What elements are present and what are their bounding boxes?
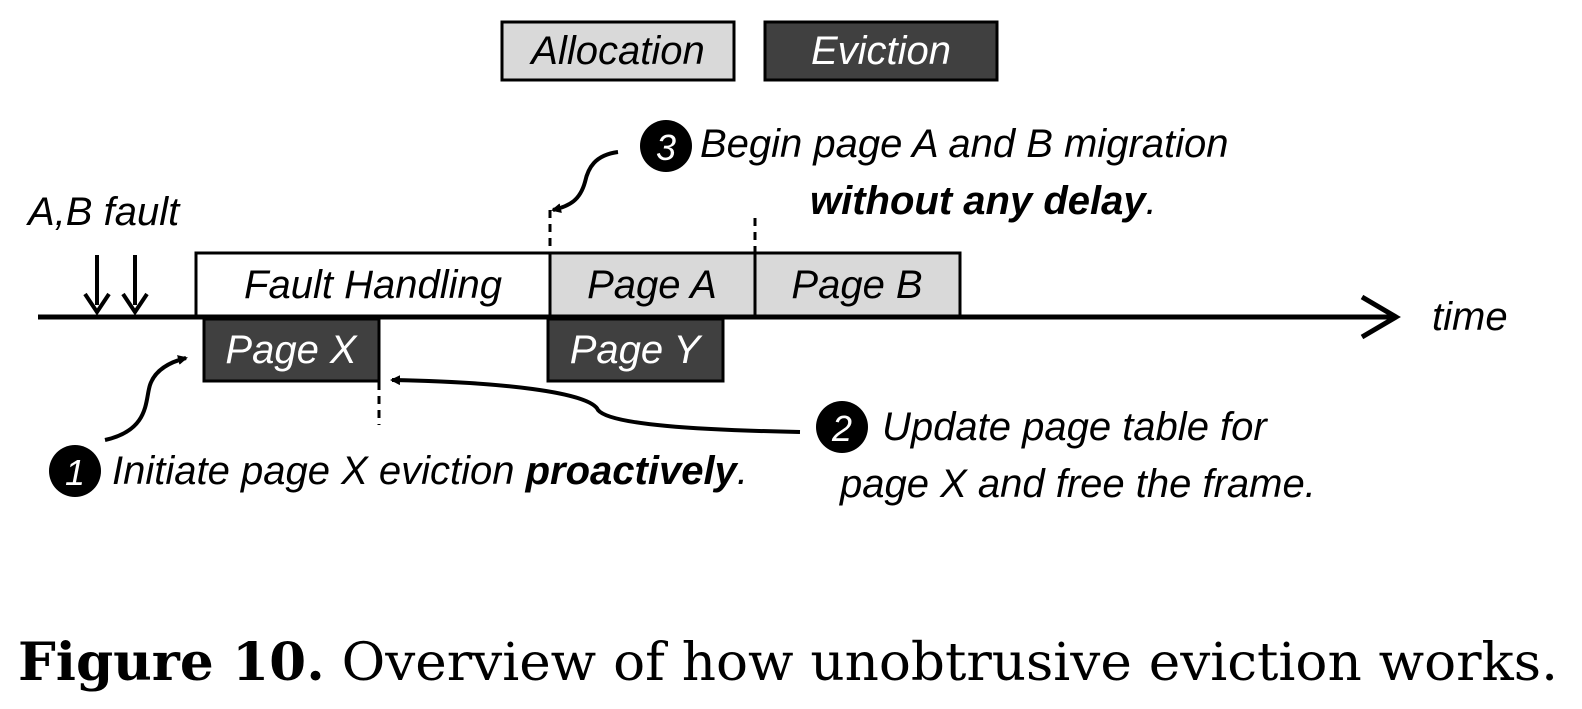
time-axis-arrowhead [1360,294,1401,340]
step-2: 2 Update page table for page X and free … [390,375,1316,506]
page-b-label: Page B [791,263,922,307]
step-3: 3 Begin page A and B migration without a… [551,120,1229,223]
step-2-number: 2 [831,408,852,449]
page-x-block [202,317,381,383]
step-2-line-2: page X and free the frame. [839,462,1316,506]
step-3-badge [640,120,692,172]
time-axis-label: time [1432,295,1508,339]
legend-eviction-swatch [763,20,999,82]
page-y-block [546,317,725,383]
fault-handling-label: Fault Handling [244,263,502,307]
page-x-label: Page X [225,328,358,372]
step-2-badge [816,401,868,453]
step-2-line-1: Update page table for [882,405,1268,449]
step-2-arrow [390,375,801,434]
step-3-arrow [551,150,619,214]
fault-handling-block [194,251,552,318]
figure-caption: Figure 10. Overview of how unobtrusive e… [18,632,1558,693]
step-1-badge [49,445,101,497]
fault-arrows [83,255,149,316]
legend-allocation-label: Allocation [529,29,704,73]
legend: Allocation Eviction [500,20,999,82]
step-3-number: 3 [656,127,676,168]
step-1-number: 1 [65,452,85,493]
page-b-block [753,251,962,318]
page-a-label: Page A [587,263,717,307]
step-1-text: Initiate page X eviction proactively. [112,449,748,493]
legend-allocation-swatch [500,20,736,82]
page-a-block [548,251,757,318]
step-1: 1 Initiate page X eviction proactively. [49,355,748,497]
step-1-arrow [104,355,188,442]
step-3-line-2: without any delay. [810,179,1157,223]
page-y-label: Page Y [570,328,704,372]
fault-label: A,B fault [26,190,181,234]
legend-eviction-label: Eviction [811,29,951,73]
step-3-line-1: Begin page A and B migration [700,122,1229,166]
